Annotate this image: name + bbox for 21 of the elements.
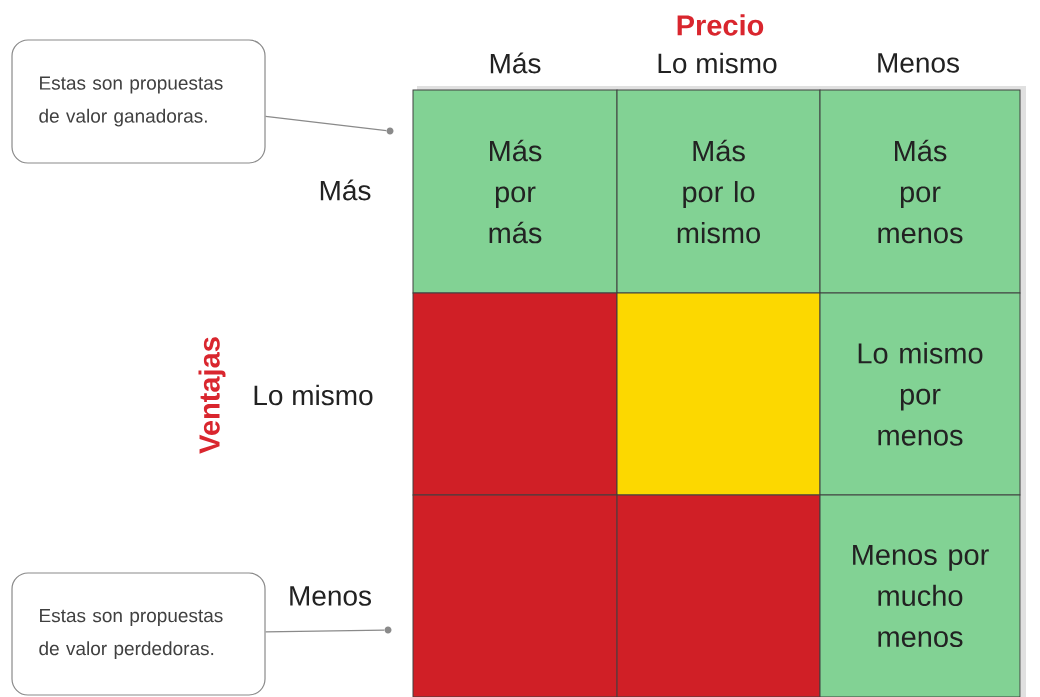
column-header: Lo mismo (658, 52, 777, 74)
grid-cell (616, 494, 821, 697)
grid-cell (412, 494, 618, 697)
leader-line (264, 115, 387, 132)
grid-cell (412, 292, 618, 496)
leader-line (264, 629, 385, 633)
row-header: Lo mismo (254, 384, 373, 406)
axis-title: Ventajas (198, 337, 226, 454)
grid-cell: Más por menos (819, 89, 1021, 294)
grid-cell: Menos por mucho menos (819, 494, 1021, 697)
grid-cell: Más por más (412, 89, 618, 294)
column-header: Más (490, 52, 541, 74)
row-header: Más (320, 179, 371, 201)
callout-box: Estas son propuestas de valor perdedoras. (11, 572, 266, 696)
grid-cell (616, 292, 821, 496)
row-header: Menos (290, 586, 371, 606)
column-header: Menos (878, 53, 959, 73)
grid-cell: Lo mismo por menos (819, 292, 1021, 496)
axis-title: Precio (677, 14, 764, 36)
grid-cell: Más por lo mismo (616, 89, 821, 294)
callout-box: Estas son propuestas de valor ganadoras. (11, 39, 266, 164)
